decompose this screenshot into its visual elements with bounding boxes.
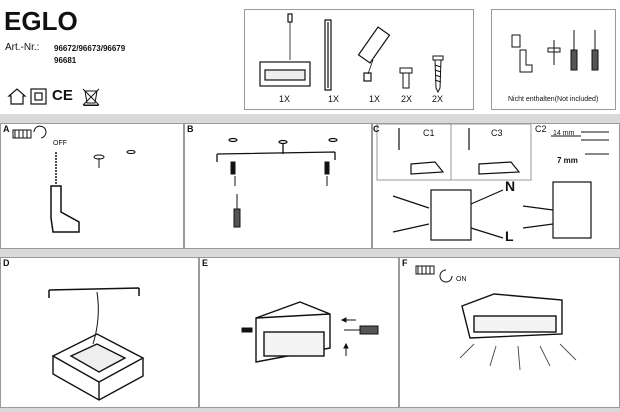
fuse-switch-icon bbox=[12, 125, 47, 139]
step-e-label: E bbox=[202, 258, 209, 268]
light-rays bbox=[459, 343, 577, 371]
step-f-on-text: ON bbox=[456, 276, 467, 283]
screws-and-plugs bbox=[230, 161, 330, 186]
step-c-panel: C C1 C3 C2 14 mm 7 mm N L bbox=[372, 123, 620, 249]
bracket-on-ceiling bbox=[48, 287, 140, 298]
screw-side-left bbox=[241, 327, 253, 333]
step-a-off-text: OFF bbox=[53, 140, 67, 147]
house-icon bbox=[7, 88, 27, 105]
live-label: L bbox=[505, 228, 514, 244]
qty-screw: 2X bbox=[432, 94, 444, 104]
screwdriver-phillips-icon bbox=[591, 30, 599, 71]
screwdriver-flat-icon bbox=[570, 30, 578, 71]
qty-luminaire: 1X bbox=[279, 94, 291, 104]
luminaire-lit bbox=[461, 293, 563, 339]
article-numbers-line1: 96672/96673/96679 bbox=[54, 44, 126, 53]
step-d-label: D bbox=[3, 258, 10, 268]
terminal-block-right bbox=[522, 181, 592, 239]
bracket-mounting-drawing bbox=[216, 137, 338, 162]
weee-bin-icon bbox=[82, 88, 100, 106]
step-f-label: F bbox=[402, 258, 408, 268]
mounting-bracket-part bbox=[324, 19, 332, 91]
luminaire-box-3d bbox=[255, 301, 331, 363]
cable-and-connector bbox=[50, 152, 80, 233]
arrows bbox=[340, 317, 356, 356]
article-numbers-line2: 96681 bbox=[54, 56, 77, 65]
not-included-label: Nicht enthalten(Not included) bbox=[508, 96, 599, 103]
qty-bracket: 1X bbox=[328, 94, 340, 104]
wall-plug-part bbox=[399, 67, 413, 89]
separator-band-top bbox=[0, 114, 620, 123]
c2-wire-strip bbox=[551, 131, 609, 155]
article-number-label: Art.-Nr.: bbox=[5, 42, 40, 53]
step-e-panel: E bbox=[199, 257, 399, 408]
screwdriver-side bbox=[344, 325, 379, 335]
step-b-label: B bbox=[187, 124, 194, 134]
screw-part bbox=[432, 55, 444, 94]
step-c-label: C bbox=[373, 124, 380, 134]
step-c1-label: C1 bbox=[423, 128, 435, 138]
step-b-panel: B bbox=[184, 123, 372, 249]
qty-driver: 1X bbox=[369, 94, 381, 104]
ceiling-holes bbox=[93, 150, 136, 168]
separator-band-middle bbox=[0, 249, 620, 257]
not-included-box: Nicht enthalten(Not included) bbox=[491, 9, 616, 110]
step-c3-label: C3 bbox=[491, 128, 503, 138]
step-a-label: A bbox=[3, 124, 10, 134]
protection-class-icon bbox=[30, 88, 47, 105]
c1-drawing bbox=[398, 128, 445, 175]
screwdriver-icon bbox=[233, 194, 241, 228]
hanging-cable bbox=[92, 291, 99, 345]
brand-logo: EGLO bbox=[4, 6, 78, 36]
separator-band-bottom bbox=[0, 408, 620, 412]
luminaire-body-open bbox=[51, 333, 145, 401]
wall-anchor-icon bbox=[547, 40, 561, 65]
step-a-panel: A OFF bbox=[0, 123, 184, 249]
neutral-label: N bbox=[505, 178, 516, 194]
ce-mark: CE bbox=[52, 87, 73, 104]
wire-connector-icon bbox=[511, 34, 533, 73]
step-f-panel: F ON bbox=[399, 257, 620, 408]
step-d-panel: D bbox=[0, 257, 199, 408]
dimension-14mm: 14 mm bbox=[553, 130, 575, 137]
dimension-7mm: 7 mm bbox=[557, 156, 578, 165]
fuse-switch-on-icon bbox=[415, 265, 453, 283]
qty-wall-plug: 2X bbox=[401, 94, 413, 104]
c3-drawing bbox=[468, 128, 521, 175]
step-c2-label: C2 bbox=[535, 124, 547, 134]
luminaire-part bbox=[259, 13, 311, 87]
package-contents-box: 1X 1X 1X 2X 2X bbox=[244, 9, 474, 110]
symbols-row bbox=[5, 86, 105, 106]
terminal-block-left bbox=[392, 189, 504, 241]
c1-subpanel bbox=[376, 124, 532, 181]
driver-part bbox=[357, 26, 391, 82]
